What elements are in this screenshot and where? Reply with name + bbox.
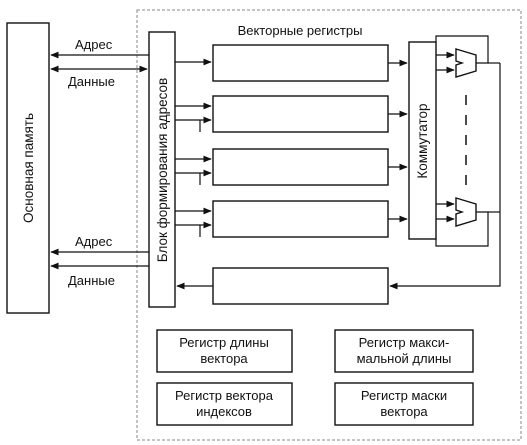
switch-label: Коммутатор (415, 103, 430, 178)
processor-boundary (136, 9, 522, 441)
main-memory-block (6, 22, 50, 314)
mask-vector-register-line2: вектора (380, 404, 428, 419)
index-vector-register-line2: индексов (196, 404, 252, 419)
data-label-top: Данные (68, 74, 115, 89)
vector-register-2 (212, 95, 389, 133)
alu2-out (435, 211, 489, 247)
vector-length-register (156, 329, 293, 373)
result-loop (389, 63, 501, 290)
data-label-bottom: Данные (68, 273, 115, 288)
result-register (212, 267, 389, 305)
vector-register-4 (212, 200, 389, 238)
address-label-bottom: Адрес (75, 234, 113, 249)
mask-vector-register (334, 382, 474, 426)
alu-1 (455, 48, 477, 78)
alu-2 (455, 197, 477, 227)
address-unit-block (148, 31, 176, 308)
mask-vector-register-line1: Регистр маски (361, 388, 447, 403)
vector-length-register-line1: Регистр длины (179, 335, 269, 350)
switch-block (408, 41, 437, 240)
main-memory-label: Основная память (21, 113, 36, 223)
address-unit-label: Блок формирования адресов (155, 78, 170, 262)
index-vector-register (156, 382, 293, 426)
vector-registers-title: Векторные регистры (238, 23, 363, 38)
max-length-register-line1: Регистр макси- (359, 335, 450, 350)
vector-register-1 (212, 44, 389, 82)
alu1-out (435, 35, 489, 64)
max-length-register (334, 329, 474, 373)
address-label-top: Адрес (75, 37, 113, 52)
vector-length-register-line2: вектора (200, 351, 248, 366)
max-length-register-line2: мальной длины (357, 351, 452, 366)
index-vector-register-line1: Регистр вектора (175, 388, 274, 403)
vector-register-3 (212, 148, 389, 186)
